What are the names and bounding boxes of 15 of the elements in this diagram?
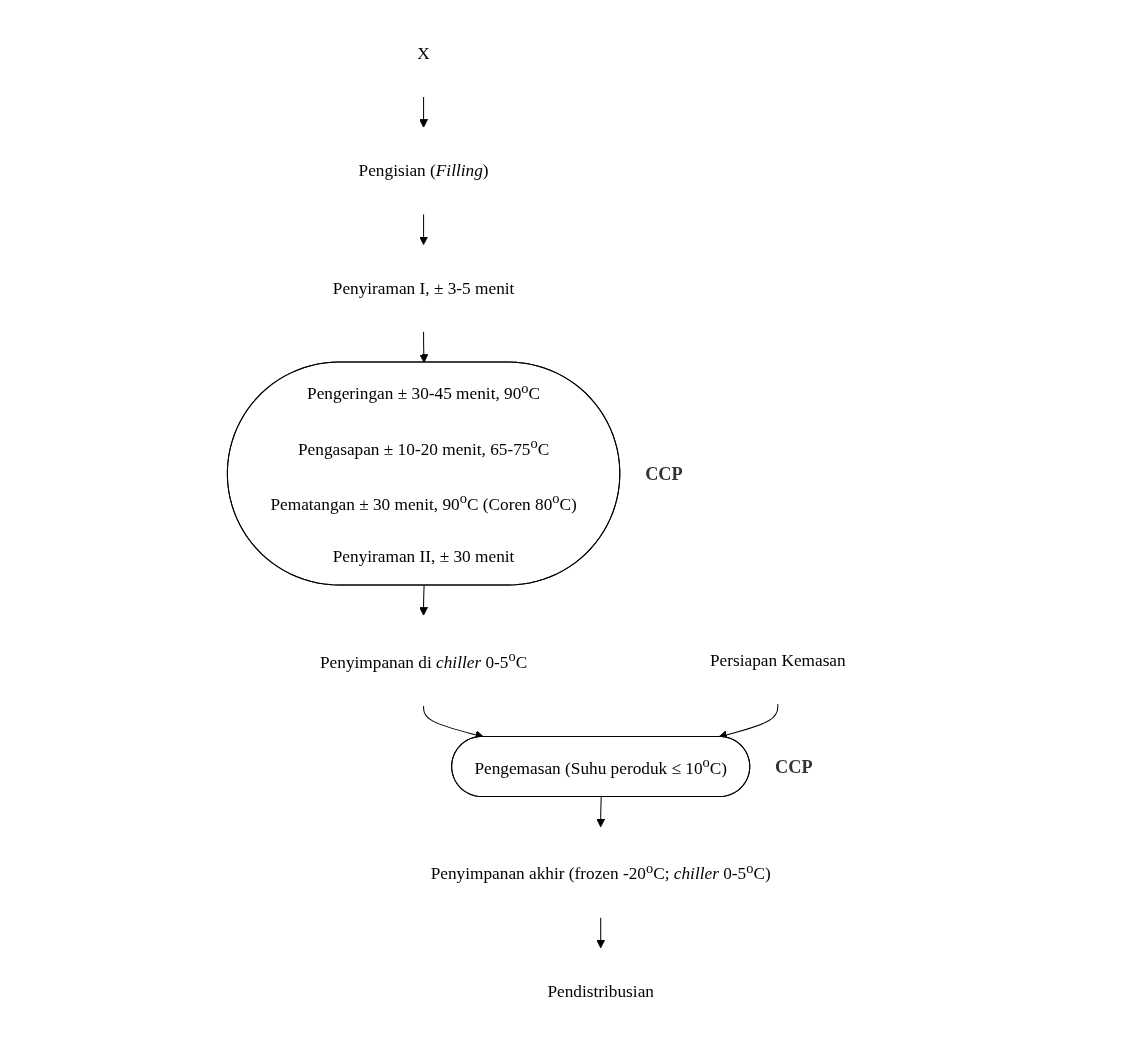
arrow: [596, 796, 606, 828]
node-text: Penyiraman I, ± 3-5 menit: [332, 278, 515, 298]
arrow: [419, 331, 429, 363]
arrow: [419, 96, 429, 128]
node-text: Penyimpanan akhir (frozen -20$^{o}$C; chiller 0-5$^{o}$C): [430, 859, 771, 884]
arrow: [596, 917, 606, 949]
node-text: Pendistribusian: [547, 981, 654, 1001]
node-text: Penyimpanan di chiller 0-5$^{o}$C: [319, 647, 528, 672]
arrow: [419, 584, 429, 616]
node-text: Persiapan Kemasan: [709, 650, 846, 671]
node-text: X: [417, 43, 430, 63]
ccp-note: CCP: [645, 463, 683, 484]
node-text: Pengisian (Filling): [358, 160, 489, 181]
arrow: [419, 213, 429, 246]
ccp-note: CCP: [775, 756, 813, 777]
